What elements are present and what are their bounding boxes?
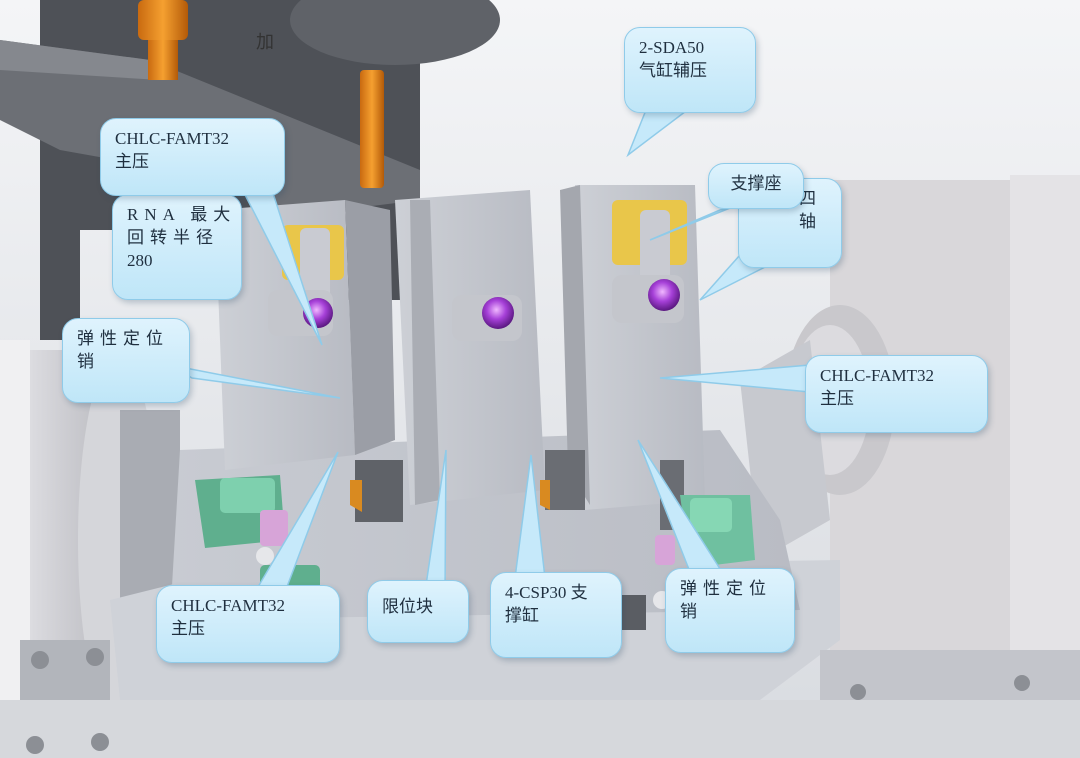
callout-elastic-pin-right: 弹性定位 销 xyxy=(665,568,795,653)
callout-text: 限位块 xyxy=(382,597,433,616)
callout-text: 销 xyxy=(77,352,94,371)
callout-chlc-famt32-main-press-right: CHLC-FAMT32 主压 xyxy=(805,355,988,433)
callout-text: CHLC-FAMT32 xyxy=(820,366,934,385)
callout-chlc-famt32-main-press-left: CHLC-FAMT32 主压 xyxy=(100,118,285,196)
callout-text: 气缸辅压 xyxy=(639,61,707,80)
callout-elastic-pin-left: 弹性定位 销 xyxy=(62,318,190,403)
callout-text: 轴 xyxy=(799,212,816,231)
callout-2-sda50: 2-SDA50 气缸辅压 xyxy=(624,27,756,113)
callout-text: 撑缸 xyxy=(505,606,539,625)
callout-text: 弹性定位 xyxy=(680,579,772,598)
callout-text: 主压 xyxy=(171,619,205,638)
callout-text: 4-CSP30 支 xyxy=(505,583,588,602)
callout-limit-block: 限位块 xyxy=(367,580,469,643)
callout-text: CHLC-FAMT32 xyxy=(171,596,285,615)
callout-text: 弹性定位 xyxy=(77,329,169,348)
callout-text: 2-SDA50 xyxy=(639,38,705,57)
callout-rna-radius: RNA 最大 回转半径 280 xyxy=(112,194,242,300)
callout-text: CHLC-FAMT32 xyxy=(115,129,229,148)
callout-text: 销 xyxy=(680,602,697,621)
callout-text: 回转半径 xyxy=(127,228,219,247)
callout-text: 主压 xyxy=(820,389,854,408)
callout-text: 支撑座 xyxy=(730,174,782,193)
callout-4-csp30-support-cylinder: 4-CSP30 支 撑缸 xyxy=(490,572,622,658)
callout-chlc-famt32-main-press-bottom: CHLC-FAMT32 主压 xyxy=(156,585,340,663)
callout-text: RNA 最大 xyxy=(127,205,237,224)
callout-text: 主压 xyxy=(115,152,149,171)
callout-text: 280 xyxy=(127,251,153,270)
spindle-marking: 加 xyxy=(256,32,274,53)
callout-pointers xyxy=(169,99,811,593)
callout-support-seat: 支撑座 xyxy=(708,163,804,209)
